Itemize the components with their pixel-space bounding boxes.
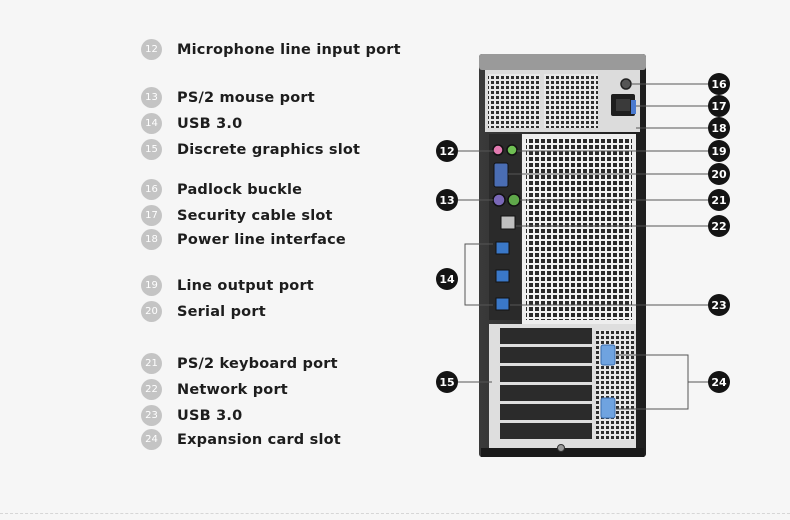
callouts: 12 13 14 15 16 17 18 19 bbox=[436, 73, 730, 393]
usb-port-icon bbox=[495, 297, 510, 311]
ps2-mouse-port-icon bbox=[492, 193, 506, 207]
expansion-slot-cover bbox=[500, 385, 592, 401]
expansion-latch-icon bbox=[600, 344, 616, 366]
legend-label: PS/2 keyboard port bbox=[177, 355, 338, 372]
legend-label: Microphone line input port bbox=[177, 41, 401, 58]
callout-label: 20 bbox=[711, 168, 727, 181]
legend-badge: 18 bbox=[141, 229, 162, 250]
legend-label: USB 3.0 bbox=[177, 407, 243, 424]
callout-17: 17 bbox=[708, 95, 730, 117]
legend-badge: 24 bbox=[141, 429, 162, 450]
legend-badge: 16 bbox=[141, 179, 162, 200]
legend: 12 Microphone line input port 13 PS/2 mo… bbox=[141, 39, 401, 450]
ps2-keyboard-port-icon bbox=[507, 193, 521, 207]
security-cable-slot-icon bbox=[631, 100, 636, 114]
bottom-divider bbox=[0, 513, 790, 514]
callout-23: 23 bbox=[708, 294, 730, 316]
leader-lines bbox=[458, 83, 708, 410]
legend-label: Discrete graphics slot bbox=[177, 141, 361, 158]
legend-label: Expansion card slot bbox=[177, 431, 341, 448]
legend-badge: 21 bbox=[141, 353, 162, 374]
legend-badge: 17 bbox=[141, 205, 162, 226]
legend-item-21: 21 PS/2 keyboard port bbox=[141, 353, 338, 374]
callout-21: 21 bbox=[708, 189, 730, 211]
legend-label: USB 3.0 bbox=[177, 115, 243, 132]
callout-15: 15 bbox=[436, 371, 458, 393]
legend-item-23: 23 USB 3.0 bbox=[141, 405, 242, 426]
serial-port-icon bbox=[493, 162, 509, 188]
legend-item-22: 22 Network port bbox=[141, 379, 288, 400]
power-line-interface-inner bbox=[616, 99, 630, 111]
thumbscrew-icon bbox=[557, 444, 565, 452]
chassis-foot bbox=[481, 448, 644, 457]
callout-label: 12 bbox=[439, 145, 454, 158]
legend-item-15: 15 Discrete graphics slot bbox=[141, 139, 360, 160]
legend-badge: 20 bbox=[141, 301, 162, 322]
callout-label: 19 bbox=[711, 145, 726, 158]
legend-item-17: 17 Security cable slot bbox=[141, 205, 333, 226]
padlock-buckle-icon bbox=[620, 78, 632, 90]
legend-label: Line output port bbox=[177, 277, 314, 294]
legend-badge: 22 bbox=[141, 379, 162, 400]
expansion-slot-cover bbox=[500, 423, 592, 439]
expansion-slot-cover bbox=[500, 404, 592, 420]
legend-item-16: 16 Padlock buckle bbox=[141, 179, 302, 200]
legend-badge: 14 bbox=[141, 113, 162, 134]
callout-label: 17 bbox=[711, 100, 726, 113]
legend-badge: 15 bbox=[141, 139, 162, 160]
legend-label: Network port bbox=[177, 381, 288, 398]
expansion-latch-icon bbox=[600, 397, 616, 419]
callout-label: 16 bbox=[711, 78, 727, 91]
callout-24: 24 bbox=[708, 371, 730, 393]
legend-label: Security cable slot bbox=[177, 207, 333, 224]
callout-label: 22 bbox=[711, 220, 726, 233]
callout-16: 16 bbox=[708, 73, 730, 95]
callout-label: 24 bbox=[711, 376, 727, 389]
legend-item-14: 14 USB 3.0 bbox=[141, 113, 242, 134]
psu-grille-left bbox=[488, 74, 540, 128]
callout-22: 22 bbox=[708, 215, 730, 237]
legend-item-12: 12 Microphone line input port bbox=[141, 39, 401, 60]
network-port-icon bbox=[500, 215, 516, 230]
callout-13: 13 bbox=[436, 189, 458, 211]
expansion-slot-cover bbox=[500, 328, 592, 344]
main-vent-grille bbox=[526, 138, 632, 320]
legend-item-20: 20 Serial port bbox=[141, 301, 266, 322]
callout-label: 15 bbox=[439, 376, 454, 389]
legend-item-24: 24 Expansion card slot bbox=[141, 429, 341, 450]
legend-label: Power line interface bbox=[177, 231, 346, 248]
line-output-port-icon bbox=[506, 144, 518, 156]
legend-item-13: 13 PS/2 mouse port bbox=[141, 87, 315, 108]
legend-label: Serial port bbox=[177, 303, 266, 320]
legend-label: PS/2 mouse port bbox=[177, 89, 315, 106]
legend-badge: 23 bbox=[141, 405, 162, 426]
callout-20: 20 bbox=[708, 163, 730, 185]
legend-label: Padlock buckle bbox=[177, 181, 303, 198]
legend-item-19: 19 Line output port bbox=[141, 275, 314, 296]
legend-item-18: 18 Power line interface bbox=[141, 229, 346, 250]
usb-port-icon bbox=[495, 269, 510, 283]
microphone-port-icon bbox=[492, 144, 504, 156]
callout-14: 14 bbox=[436, 268, 458, 290]
expansion-slot-cover bbox=[500, 366, 592, 382]
callout-label: 18 bbox=[711, 122, 726, 135]
legend-badge: 13 bbox=[141, 87, 162, 108]
callout-18: 18 bbox=[708, 117, 730, 139]
callout-12: 12 bbox=[436, 140, 458, 162]
callout-label: 13 bbox=[439, 194, 454, 207]
expansion-slot-covers bbox=[500, 328, 592, 439]
callout-19: 19 bbox=[708, 140, 730, 162]
chassis-top-cap bbox=[479, 54, 646, 70]
callout-label: 23 bbox=[711, 299, 726, 312]
legend-badge: 12 bbox=[141, 39, 162, 60]
psu-grille-mid bbox=[544, 74, 598, 128]
usb-port-icon bbox=[495, 241, 510, 255]
expansion-slot-cover bbox=[500, 347, 592, 363]
callout-label: 14 bbox=[439, 273, 455, 286]
callout-label: 21 bbox=[711, 194, 726, 207]
legend-badge: 19 bbox=[141, 275, 162, 296]
